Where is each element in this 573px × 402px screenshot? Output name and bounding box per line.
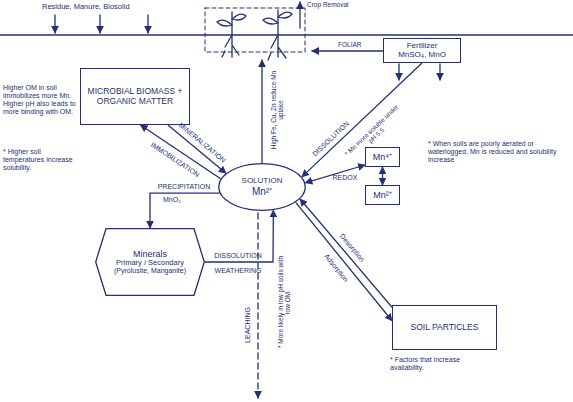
fertilizer-arrow <box>439 64 440 80</box>
edge-label: PRECIPITATION <box>158 183 211 191</box>
node-title: SOIL PARTICLES <box>411 323 479 333</box>
organic-matter-box: MICROBIAL BIOMASS + ORGANIC MATTER <box>80 68 190 125</box>
uptake-note: High Fe, Cu, Zn reduce Mn uptake <box>270 68 285 152</box>
edge-label: REDOX <box>333 174 358 182</box>
node-text: Primary / Secondary <box>116 259 184 267</box>
side-note: Higher OM in soil immobilizes more Mn. H… <box>3 84 81 116</box>
side-note: * Higher soil temperatures increase solu… <box>3 148 83 172</box>
flow-arrow <box>305 165 365 183</box>
flow-arrow <box>382 167 383 185</box>
node-text: (Pyrolusite, Manganite) <box>114 267 186 275</box>
node-title: SOLUTION <box>242 177 283 186</box>
edge-label: Desorption <box>338 232 366 263</box>
crop-removal-arrow <box>299 2 300 28</box>
chemical-formula: MnO₂ <box>163 196 181 204</box>
foliar-arrow <box>312 50 383 51</box>
uptake-arrow <box>261 60 262 163</box>
node-text: Mn²⁺ <box>252 186 272 197</box>
plant-roots <box>222 35 239 57</box>
node-title: Mn²⁺ <box>373 190 392 200</box>
hexagon-shape <box>96 229 205 296</box>
edge-label: MINERALIZATION <box>177 121 227 164</box>
crop-box <box>205 8 305 52</box>
edge-label: DISSOLUTION <box>214 252 261 260</box>
plant-stem <box>231 12 232 35</box>
fertilizer-arrow <box>398 64 399 80</box>
node-title: Fertilizer <box>407 42 438 51</box>
input-note: Residue, Manure, Biosolid <box>42 3 130 12</box>
ground-line <box>0 34 573 35</box>
leaching-arrow <box>257 213 258 398</box>
redox-box: Mn⁴⁺ <box>365 147 400 167</box>
flow-arrow <box>302 63 422 177</box>
node-title: Mn⁴⁺ <box>373 152 392 162</box>
plant-leaf <box>263 18 278 24</box>
flow-label: LEACHING <box>244 307 252 343</box>
flow-label: Crop Removal <box>307 1 349 8</box>
input-arrow <box>147 15 148 33</box>
side-note: * Factors that increase availability. <box>390 356 490 372</box>
node-text: MnSO₄, MnO <box>398 51 446 60</box>
node-title: MICROBIAL BIOMASS + ORGANIC MATTER <box>85 87 185 106</box>
flow-arrow <box>150 193 219 228</box>
side-note: * More likely in low pH soils with low O… <box>277 252 292 352</box>
plant-leaf <box>278 12 292 18</box>
plant-leaf <box>217 20 232 26</box>
edge-label: Adsorption <box>322 252 349 283</box>
solution-ellipse: SOLUTIONMn²⁺ <box>218 163 306 211</box>
flow-label: FOLIAR <box>338 41 361 48</box>
flow-arrow <box>296 202 392 320</box>
soil-particles-box: SOIL PARTICLES <box>392 305 497 350</box>
flow-arrow <box>300 199 392 307</box>
plant-leaf <box>232 14 246 20</box>
flow-label: WEATHERING <box>215 267 262 275</box>
minerals-hexagon: MineralsPrimary / Secondary(Pyrolusite, … <box>95 228 205 296</box>
fertilizer-box: FertilizerMnSO₄, MnO <box>383 38 461 63</box>
plant-roots <box>268 35 286 60</box>
flow-arrow <box>205 210 273 262</box>
node-title: Minerals <box>133 249 167 259</box>
plant-stem <box>277 10 278 35</box>
input-arrow <box>54 15 55 33</box>
side-note: * When soils are poorly aerated or water… <box>428 140 563 164</box>
edge-label: IMMOBILIZATION <box>149 141 201 179</box>
ellipse-shape <box>219 164 306 211</box>
redox-box: Mn²⁺ <box>365 185 400 205</box>
input-arrow <box>99 15 100 33</box>
